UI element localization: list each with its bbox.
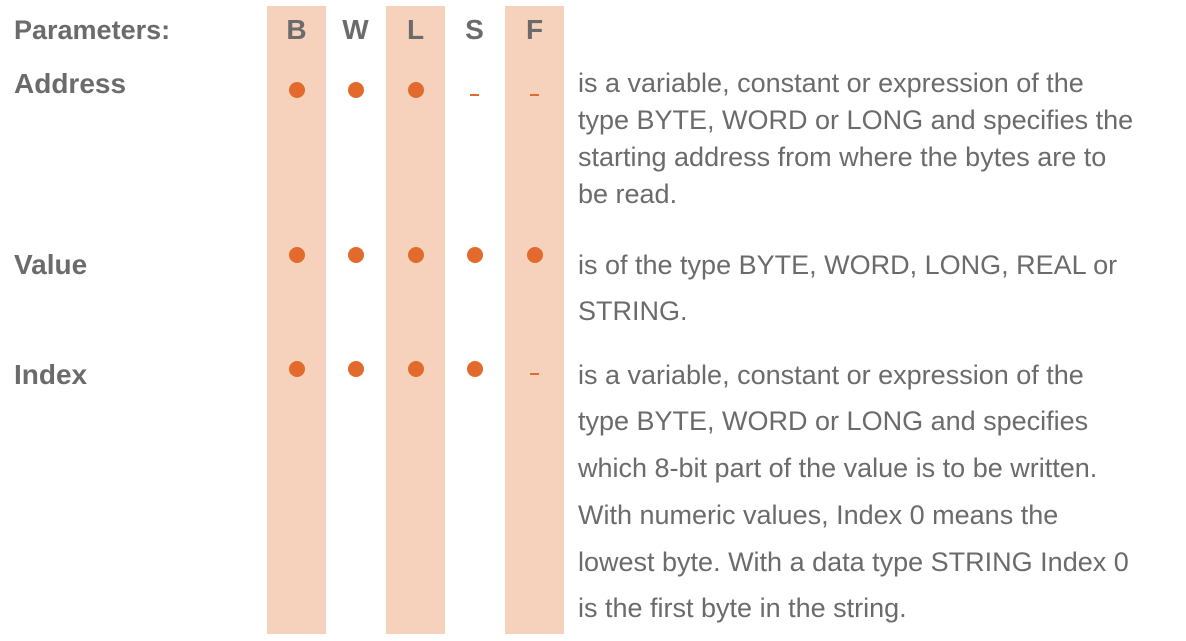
column-header-l: L: [406, 14, 425, 45]
column-stripe-b: [267, 6, 326, 634]
dot-marker: [288, 247, 305, 263]
mark-value-l: [386, 247, 445, 267]
dot-marker: [288, 82, 305, 98]
mark-address-b: [267, 82, 326, 102]
description-line: which 8-bit part of the value is to be w…: [578, 453, 1098, 483]
column-header-b: B: [286, 14, 307, 45]
row-label-index: Index: [14, 359, 88, 390]
mark-value-w: [326, 247, 385, 267]
description-line: type BYTE, WORD or LONG and specifies th…: [578, 105, 1134, 135]
description-line: is a variable, constant or expression of…: [578, 68, 1084, 98]
description-line: type BYTE, WORD or LONG and specifies: [578, 406, 1089, 436]
dot-marker: [288, 361, 305, 377]
column-stripe-l: [386, 6, 445, 634]
mark-address-l: [386, 82, 445, 102]
mark-index-b: [267, 361, 326, 381]
dot-marker: [347, 82, 364, 98]
mark-value-f: [505, 247, 564, 267]
description-line: is a variable, constant or expression of…: [578, 360, 1084, 390]
column-header-w: W: [342, 14, 369, 45]
parameters-label: Parameters:: [14, 15, 171, 45]
dash-marker: [470, 93, 479, 96]
description-line: is of the type BYTE, WORD, LONG, REAL or: [578, 250, 1118, 280]
mark-address-w: [326, 82, 385, 102]
mark-value-b: [267, 247, 326, 267]
dot-marker: [466, 361, 483, 377]
description-line: STRING.: [578, 296, 688, 326]
mark-address-s: [445, 82, 504, 102]
mark-index-l: [386, 361, 445, 381]
dash-marker: [530, 372, 539, 375]
dot-marker: [347, 361, 364, 377]
dot-marker: [407, 82, 424, 98]
column-header-s: S: [465, 14, 484, 45]
dot-marker: [407, 361, 424, 377]
dash-marker: [530, 93, 539, 96]
dot-marker: [347, 247, 364, 263]
dot-marker: [526, 247, 543, 263]
dot-marker: [407, 247, 424, 263]
mark-index-w: [326, 361, 385, 381]
mark-index-f: [505, 361, 564, 381]
mark-address-f: [505, 82, 564, 102]
description-line: lowest byte. With a data type STRING Ind…: [578, 547, 1129, 577]
column-stripe-f: [505, 6, 564, 634]
description-line: be read.: [578, 179, 678, 209]
description-line: starting address from where the bytes ar…: [578, 142, 1107, 172]
mark-value-s: [445, 247, 504, 267]
column-header-f: F: [525, 14, 544, 45]
row-label-address: Address: [14, 68, 127, 99]
description-line: is the first byte in the string.: [578, 593, 907, 623]
description-line: With numeric values, Index 0 means the: [578, 500, 1059, 530]
row-label-value: Value: [14, 249, 88, 280]
mark-index-s: [445, 361, 504, 381]
dot-marker: [466, 247, 483, 263]
